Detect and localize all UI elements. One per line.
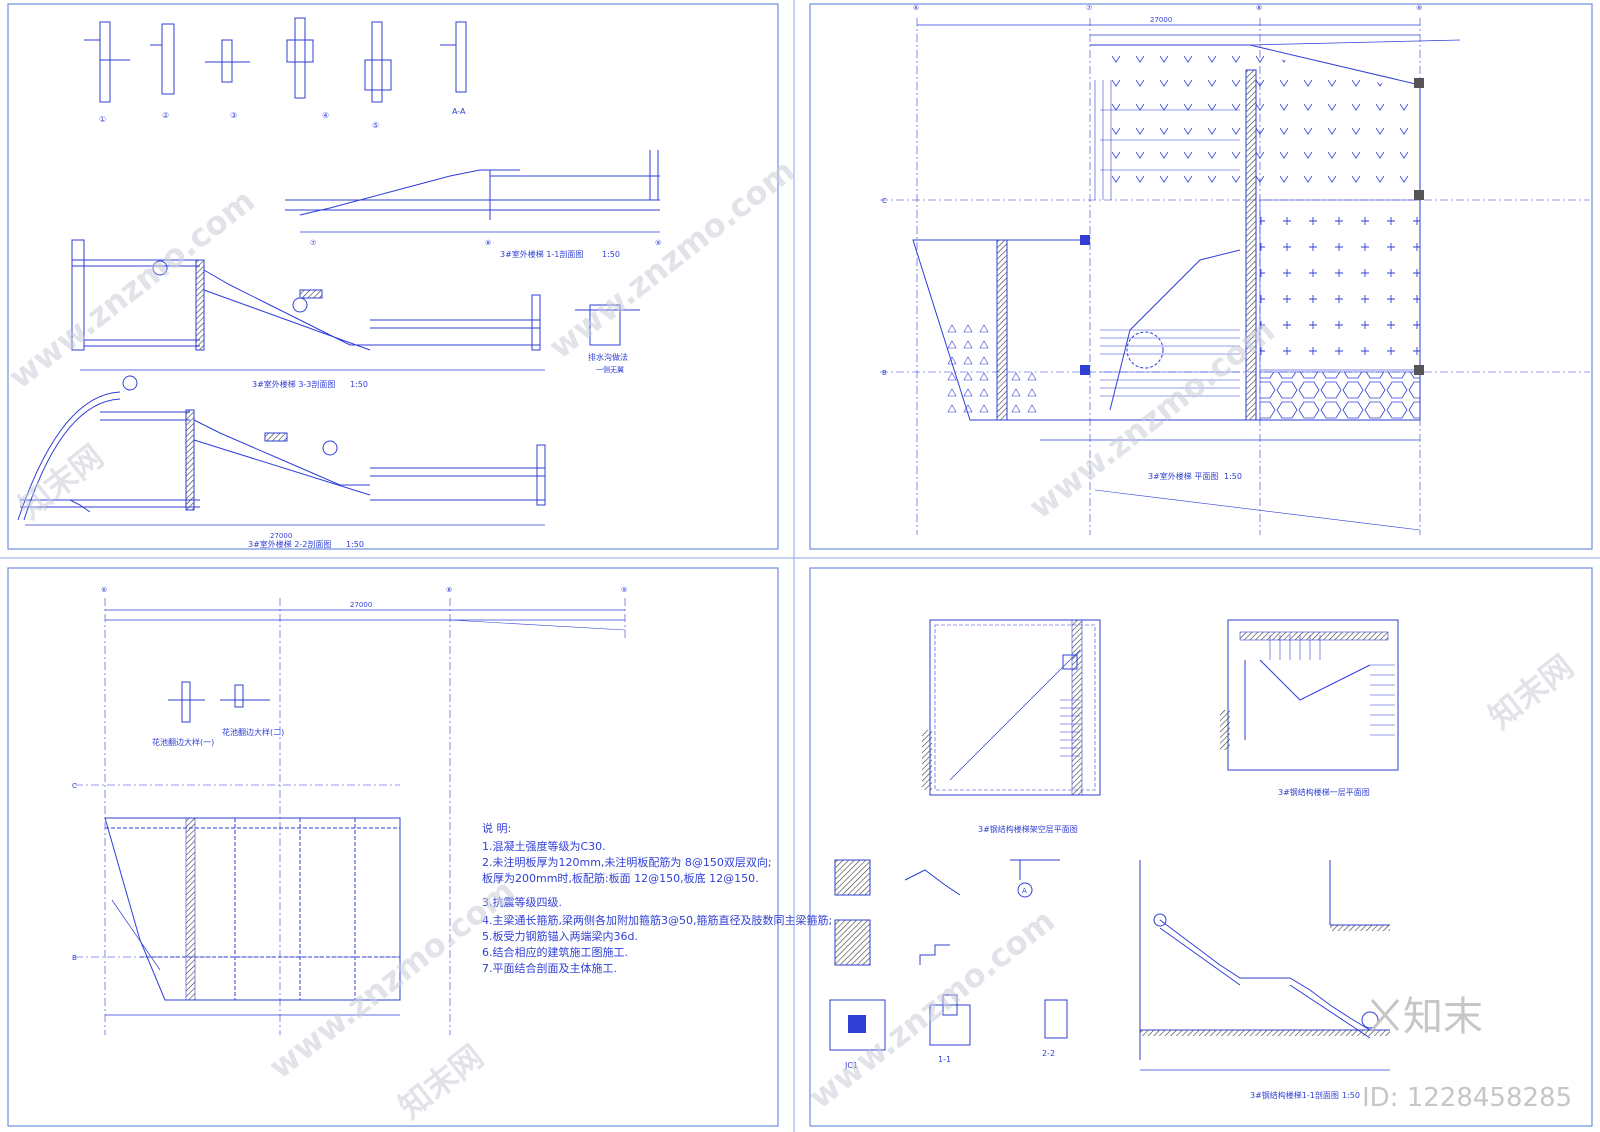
brand-logo-text: 知末 xyxy=(1403,994,1483,1040)
cut-2-2-label: 2-2 xyxy=(1042,1049,1055,1058)
axis-label: ⑦ xyxy=(310,239,316,247)
axis-label: C xyxy=(72,782,77,790)
note-line: 板厚为200mm时,板配筋:板面 12@150,板底 12@150. xyxy=(482,871,759,885)
axis-label: ⑥ xyxy=(913,4,919,12)
detail-row xyxy=(84,17,467,103)
dim-total: 27000 xyxy=(1150,16,1172,24)
axis-label: ⑧ xyxy=(1256,4,1262,12)
watermark-cn: 知末网 xyxy=(1482,647,1581,736)
detail-label-aa: A-A xyxy=(452,107,466,116)
axis-label: ⑦ xyxy=(1086,4,1092,12)
watermark-cn: 知末网 xyxy=(392,1037,491,1126)
detail-1-title: 花池翻边大样(一) xyxy=(152,737,214,747)
detail-label-4: ④ xyxy=(322,111,329,120)
detail-2-title: 花池翻边大样(二) xyxy=(222,727,284,737)
detail-label-1: ① xyxy=(99,115,106,124)
axis-label: ⑨ xyxy=(655,239,661,247)
axis-label: ⑨ xyxy=(621,586,627,594)
axis-label: ⑥ xyxy=(101,586,107,594)
drain-label: 排水沟做法 xyxy=(588,352,628,362)
jc1-label: JC1 xyxy=(844,1061,858,1070)
dim-total: 27000 xyxy=(270,532,292,540)
logo-icon xyxy=(1370,999,1400,1031)
note-line: 3.抗震等级四级. xyxy=(482,895,562,909)
section-2-2 xyxy=(17,375,546,526)
brand-block: 知末 ID: 1228458285 xyxy=(1362,994,1572,1113)
note-line: 6.结合相应的建筑施工图施工. xyxy=(482,945,628,959)
section-title: 3#钢结构楼梯1-1剖面图 xyxy=(1250,1090,1339,1100)
note-line: 5.板受力钢筋锚入两端梁内36d. xyxy=(482,929,638,943)
note-line: 4.主梁通长箍筋,梁两侧各加附加箍筋3@50,箍筋直径及肢数同主梁箍筋; xyxy=(482,913,832,927)
watermark: www.znzmo.com xyxy=(2,181,262,396)
axis-label: ⑨ xyxy=(1416,4,1422,12)
section-scale: 1:50 xyxy=(1342,1091,1360,1100)
drain-sub: 一侧无翼 xyxy=(596,365,624,374)
detail-label-3: ③ xyxy=(230,111,237,120)
section-2-title: 3#室外楼梯 2-2剖面图 xyxy=(248,539,331,549)
detail-label-5: ⑤ xyxy=(372,121,379,130)
section-3-3 xyxy=(71,239,640,371)
axis-label: B xyxy=(72,954,77,962)
section-3-title: 3#室外楼梯 3-3剖面图 xyxy=(252,379,335,389)
note-line: 7.平面结合剖面及主体施工. xyxy=(482,961,617,975)
watermark: www.znzmo.com xyxy=(1022,311,1282,526)
watermark-cn: 知末网 xyxy=(12,437,111,526)
note-line: 1.混凝土强度等级为C30. xyxy=(482,839,606,853)
notes-title: 说 明: xyxy=(482,821,511,835)
axis-label: ⑧ xyxy=(485,239,491,247)
note-line: 2.未注明板厚为120mm,未注明板配筋为 8@150双层双向; xyxy=(482,855,772,869)
notes-block: 说 明: 1.混凝土强度等级为C30. 2.未注明板厚为120mm,未注明板配筋… xyxy=(482,821,832,975)
section-2-scale: 1:50 xyxy=(346,540,364,549)
watermark: www.znzmo.com xyxy=(262,871,522,1086)
axis-label: ⑧ xyxy=(446,586,452,594)
panel-3 xyxy=(75,598,626,1035)
section-1-title: 3#室外楼梯 1-1剖面图 xyxy=(500,249,583,259)
cut-1-1-label: 1-1 xyxy=(938,1055,951,1064)
brand-id: ID: 1228458285 xyxy=(1362,1083,1572,1113)
axis-label: B xyxy=(882,369,887,377)
section-1-1 xyxy=(285,150,660,233)
panel-1: ① ② ③ ④ ⑤ A-A ⑦ ⑧ ⑨ 3#室外楼梯 1-1剖面图 1:50 xyxy=(17,17,661,549)
panel-2 xyxy=(880,18,1590,535)
detail-label-2: ② xyxy=(162,111,169,120)
plan-title: 3#室外楼梯 平面图 xyxy=(1148,471,1218,481)
panel-4 xyxy=(829,619,1399,1071)
detail-a-mark: A xyxy=(1022,887,1027,895)
stair-treads xyxy=(1094,80,1240,397)
plan-scale: 1:50 xyxy=(1224,472,1242,481)
axis-label: C xyxy=(882,197,887,205)
plan-1-title: 3#钢结构楼梯架空层平面图 xyxy=(978,824,1078,834)
plan-2-title: 3#钢结构楼梯一层平面图 xyxy=(1278,787,1370,797)
dim-total: 27000 xyxy=(350,601,372,609)
section-3-scale: 1:50 xyxy=(350,380,368,389)
section-1-scale: 1:50 xyxy=(602,250,620,259)
